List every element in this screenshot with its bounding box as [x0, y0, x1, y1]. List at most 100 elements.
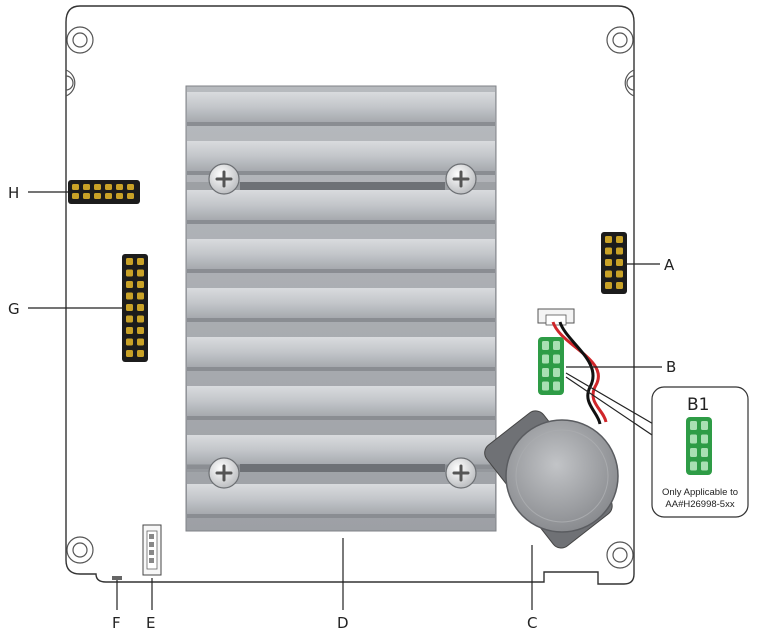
header-g	[122, 254, 148, 362]
heatsink-fin	[187, 337, 495, 367]
callout-leaders	[28, 191, 662, 610]
callout-label-c: C	[527, 614, 537, 632]
header-pin	[127, 193, 134, 199]
header-pin	[605, 270, 612, 278]
header-pin	[616, 282, 623, 289]
callout-label-f: F	[112, 614, 121, 632]
header-pin	[126, 315, 133, 323]
header-pin	[553, 341, 560, 350]
heatsink-fin	[187, 190, 495, 220]
heatsink	[185, 85, 497, 532]
header-a	[601, 232, 627, 294]
battery-connector	[537, 308, 575, 326]
callout-label-g: G	[8, 300, 20, 318]
header-pin	[127, 184, 134, 190]
header-pin	[137, 338, 144, 346]
header-pin	[137, 304, 144, 311]
heatsink-fin	[187, 92, 495, 122]
header-pin	[126, 292, 133, 300]
header-pin	[616, 247, 623, 255]
header-pin	[605, 236, 612, 243]
header-pin	[701, 421, 708, 430]
heatsink-fin-edge	[187, 171, 495, 175]
header-pin	[94, 184, 101, 190]
heatsink-fin	[187, 386, 495, 416]
header-pin	[137, 350, 144, 357]
header-pin	[137, 292, 144, 300]
header-pin	[690, 421, 697, 430]
header-pin	[605, 282, 612, 289]
header-pin	[553, 381, 560, 391]
header-pin	[701, 448, 708, 457]
heatsink-fin	[187, 435, 495, 465]
header-pin	[553, 368, 560, 377]
heatsink-fin-edge	[187, 318, 495, 322]
header-pin	[605, 259, 612, 266]
header-pin	[94, 193, 101, 199]
heatsink-fin	[187, 141, 495, 171]
callout-label-a: A	[664, 256, 675, 274]
header-pin	[126, 304, 133, 311]
heatsink-fin-edge	[187, 367, 495, 371]
header-pin	[72, 184, 79, 190]
phillips-screw-icon	[208, 457, 240, 489]
header-pin	[126, 258, 133, 265]
header-pin	[553, 354, 560, 364]
coin-battery	[484, 410, 619, 549]
header-pin	[542, 354, 549, 364]
heatsink-fin-edge	[187, 416, 495, 420]
mounting-hole-icon	[66, 26, 94, 54]
heatsink-fin-edge	[187, 220, 495, 224]
header-b	[538, 337, 564, 395]
phillips-screw-icon	[208, 163, 240, 195]
inset-note-line1: Only Applicable to	[662, 487, 738, 498]
header-pin	[126, 281, 133, 288]
heatsink-fin	[187, 484, 495, 514]
header-pin	[116, 193, 123, 199]
header-pin	[72, 193, 79, 199]
header-h	[68, 180, 140, 204]
inset-b1: B1 Only Applicable to AA#H26998-5xx	[651, 386, 749, 518]
heatsink-fin	[187, 288, 495, 318]
header-pin	[126, 327, 133, 334]
callout-label-h: H	[8, 184, 19, 202]
header-pin	[126, 338, 133, 346]
header-pin	[83, 193, 90, 199]
header-pin	[116, 184, 123, 190]
header-pin	[137, 281, 144, 288]
header-pin	[83, 184, 90, 190]
component-f	[112, 576, 122, 580]
inset-title: B1	[687, 395, 709, 415]
header-pin	[605, 247, 612, 255]
callout-label-b: B	[666, 358, 676, 376]
header-pin	[105, 184, 112, 190]
battery-wire-red	[551, 321, 608, 423]
header-pin	[690, 461, 697, 471]
header-pin	[137, 269, 144, 277]
header-pin	[137, 315, 144, 323]
header-pin	[137, 327, 144, 334]
connector-e	[142, 524, 162, 576]
header-pin	[137, 258, 144, 265]
header-pin	[542, 381, 549, 391]
heatsink-fin	[187, 239, 495, 269]
header-pin	[126, 269, 133, 277]
inset-note-line2: AA#H26998-5xx	[665, 499, 734, 510]
header-pin	[690, 448, 697, 457]
callout-label-e: E	[146, 614, 155, 632]
heatsink-fin-edge	[187, 269, 495, 273]
header-pin	[126, 350, 133, 357]
header-pin	[542, 368, 549, 377]
callout-label-d: D	[337, 614, 349, 632]
header-pin	[542, 341, 549, 350]
heatsink-fin-edge	[187, 122, 495, 126]
header-pin	[701, 461, 708, 471]
header-pin	[616, 270, 623, 278]
phillips-screw-icon	[445, 163, 477, 195]
mounting-hole-icon	[624, 69, 635, 97]
header-pin	[105, 193, 112, 199]
header-pin	[701, 434, 708, 444]
mounting-hole-icon	[65, 69, 76, 97]
mounting-hole-icon	[606, 26, 634, 54]
